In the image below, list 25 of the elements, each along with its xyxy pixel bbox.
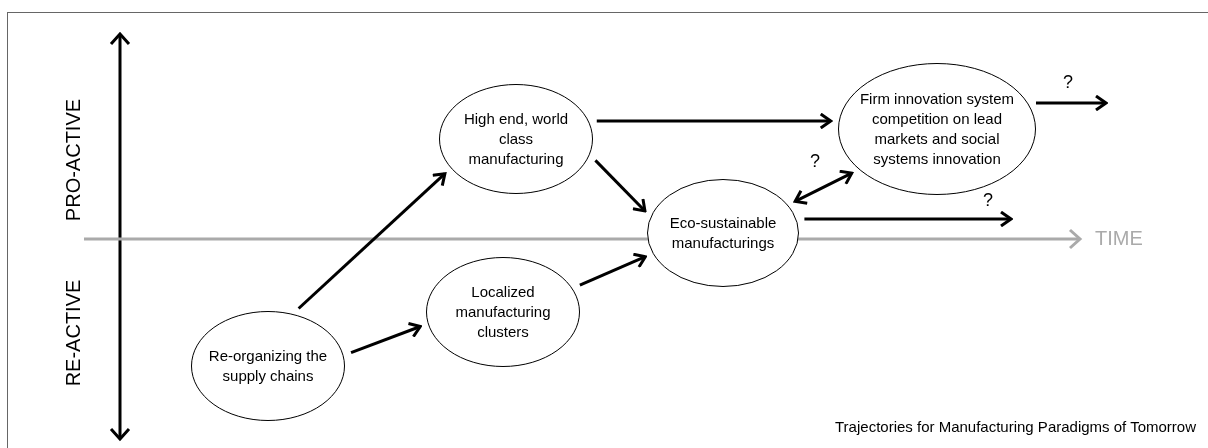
axis-label: PRO-ACTIVE [62, 98, 84, 222]
axis-label: RE-ACTIVE [62, 279, 84, 387]
edge-label: ? [982, 191, 994, 209]
arrow [804, 210, 1013, 228]
arrow [579, 252, 647, 287]
node-label: High end, world class manufacturing [462, 109, 570, 169]
arrow [596, 112, 833, 130]
arrow [594, 159, 647, 213]
node-label: Re-organizing the supply chains [208, 346, 328, 386]
ellipse-node [838, 63, 1036, 195]
edge-label: ? [809, 152, 821, 170]
ellipse-node [439, 84, 593, 194]
node-label: Localized manufacturing clusters [454, 282, 552, 342]
node-label: Firm innovation system competition on lead markets and social systems innovation [858, 89, 1016, 169]
ellipse-node [191, 311, 345, 421]
caption: Trajectories for Manufacturing Paradigms of Tomorrow [835, 418, 1196, 435]
arrow [350, 322, 422, 354]
node-label: Eco-sustainable manufacturings [668, 213, 778, 253]
axis-label: TIME [1095, 227, 1143, 249]
arrow [793, 169, 854, 205]
arrow [1036, 94, 1108, 112]
edge-label: ? [1062, 73, 1074, 91]
arrow [297, 172, 447, 310]
ellipse-node [426, 257, 580, 367]
ellipse-node [647, 179, 799, 287]
